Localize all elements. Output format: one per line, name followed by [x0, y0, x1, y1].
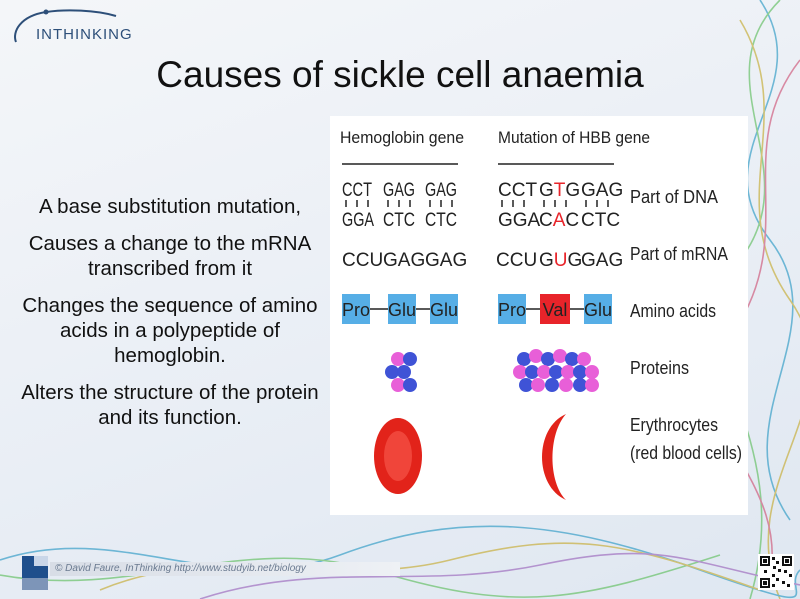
amino-acid-label: Pro [342, 300, 370, 320]
normal-protein-icon [385, 352, 417, 392]
qr-code-icon [758, 554, 794, 590]
amino-acid-chain-normal: Pro Glu Glu [342, 294, 458, 324]
dna-codon: GGA [342, 210, 374, 231]
codon-part: G [565, 180, 580, 201]
hbb-mutation-figure: Hemoglobin gene Mutation of HBB gene CCT… [330, 116, 748, 515]
amino-acid-label: Glu [584, 300, 612, 320]
normal-red-blood-cell-icon [374, 418, 422, 494]
amino-acid-chain-mutant: Pro Val Glu [498, 294, 612, 324]
footer-credit: © David Faure, InThinking http://www.stu… [55, 563, 306, 574]
mrna-codon: GAG [383, 250, 425, 271]
sickle-red-blood-cell-icon [542, 414, 566, 500]
bullet-list: A base substitution mutation, Causes a c… [20, 194, 320, 442]
bullet-item: Causes a change to the mRNA transcribed … [28, 232, 312, 280]
row-label-amino: Amino acids [630, 301, 716, 321]
footer-square-light [34, 556, 48, 566]
dna-codon: CCT [342, 180, 372, 201]
mrna-codon: GAG [425, 250, 467, 271]
dna-codon: CTC [383, 210, 415, 231]
amino-acid-label: Pro [498, 300, 526, 320]
base-pair-ticks [345, 200, 609, 207]
mrna-codon: CCU [342, 250, 383, 271]
logo-text: INTHINKING [36, 26, 133, 43]
dna-codon: GAG [425, 180, 457, 201]
dna-codon: GAG [383, 180, 415, 201]
bullet-item: Alters the structure of the protein and … [21, 381, 319, 429]
amino-acid-label: Glu [388, 300, 416, 320]
row-label-dna: Part of DNA [630, 187, 718, 207]
mrna-codon-mutant: CCU GUG GAG [496, 250, 623, 271]
amino-acid-label-mutant: Val [543, 300, 568, 320]
dna-codon-mutant: CCT GTG GAG [498, 180, 623, 201]
row-label-mrna: Part of mRNA [630, 244, 728, 264]
codon-part: G [539, 180, 554, 201]
heading-normal-gene: Hemoglobin gene [340, 128, 464, 147]
codon-part: GAG [581, 180, 623, 201]
codon-part: GAG [581, 250, 623, 271]
mutated-base: T [554, 180, 566, 201]
row-label-erythrocytes: Erythrocytes [630, 415, 718, 435]
row-label-red-blood-cells: (red blood cells) [630, 443, 742, 463]
codon-part: CCT [498, 180, 537, 201]
bullet-item: Changes the sequence of amino acids in a… [22, 294, 318, 367]
mutated-base: A [553, 210, 566, 231]
dna-codon: CTC [425, 210, 457, 231]
dna-codon-mutant: GGA CAC CTC [498, 210, 620, 231]
codon-part: GGA [498, 210, 541, 231]
heading-mutant-gene: Mutation of HBB gene [498, 128, 650, 147]
inthinking-logo: INTHINKING [6, 6, 136, 46]
codon-part: CTC [581, 210, 620, 231]
amino-acid-label: Glu [430, 300, 458, 320]
codon-part: CCU [496, 250, 537, 271]
row-label-proteins: Proteins [630, 358, 689, 378]
footer-square-mid [22, 578, 48, 590]
bullet-item: A base substitution mutation, [38, 195, 302, 218]
slide-title: Causes of sickle cell anaemia [156, 54, 644, 95]
sickle-protein-polymer-icon [513, 349, 599, 392]
codon-part: G [568, 250, 583, 271]
codon-part: C [565, 210, 579, 231]
logo-swoosh-icon [14, 9, 117, 43]
mutated-base: U [554, 250, 568, 271]
codon-part: C [539, 210, 553, 231]
codon-part: G [539, 250, 554, 271]
footer-bar [50, 562, 400, 576]
